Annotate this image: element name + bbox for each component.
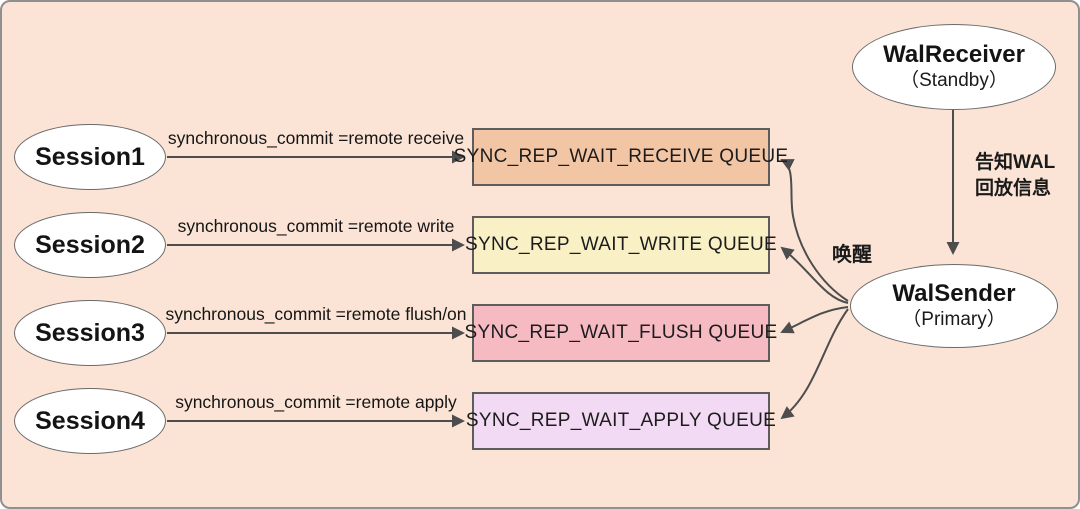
param-label-receive: synchronous_commit =remote receive [167, 128, 465, 148]
walreceiver-title: WalReceiver [883, 41, 1025, 69]
session2-node: Session2 [14, 212, 166, 278]
walreceiver-subtitle: （Standby） [900, 69, 1008, 91]
queue-box-3: SYNC_REP_WAIT_FLUSH QUEUE [465, 304, 777, 362]
session4-label: Session4 [35, 406, 145, 435]
session3-label: Session3 [35, 318, 145, 347]
param-label-apply: synchronous_commit =remote apply [175, 392, 457, 412]
session2-label: Session2 [35, 230, 145, 259]
arrow-walsender-to-flush-queue [780, 306, 849, 334]
arrow-walsender-to-receive-queue [780, 159, 849, 302]
arrow-walsender-to-write-queue [780, 246, 849, 304]
arrow-walsender-to-apply-queue [780, 308, 849, 420]
walreceiver-node: WalReceiver （Standby） [852, 24, 1056, 110]
wakeup-label: 唤醒 [832, 244, 872, 266]
walsender-title: WalSender [892, 280, 1016, 308]
session1-node: Session1 [14, 124, 166, 190]
queue-box-1: SYNC_REP_WAIT_RECEIVE QUEUE [454, 128, 788, 186]
notify-wal-replay-line2: 回放信息 [975, 178, 1052, 199]
session4-node: Session4 [14, 388, 166, 454]
session1-label: Session1 [35, 142, 145, 171]
session3-node: Session3 [14, 300, 166, 366]
notify-wal-replay-label: 告知WAL 回放信息 [975, 150, 1055, 202]
param-label-write: synchronous_commit =remote write [177, 216, 455, 236]
walsender-node: WalSender （Primary） [850, 264, 1058, 348]
walsender-subtitle: （Primary） [902, 308, 1006, 330]
param-label-flush: synchronous_commit =remote flush/on [165, 304, 467, 324]
notify-wal-replay-line1: 告知WAL [975, 152, 1056, 173]
queue-box-4: SYNC_REP_WAIT_APPLY QUEUE [466, 392, 776, 450]
queue-box-2: SYNC_REP_WAIT_WRITE QUEUE [465, 216, 777, 274]
